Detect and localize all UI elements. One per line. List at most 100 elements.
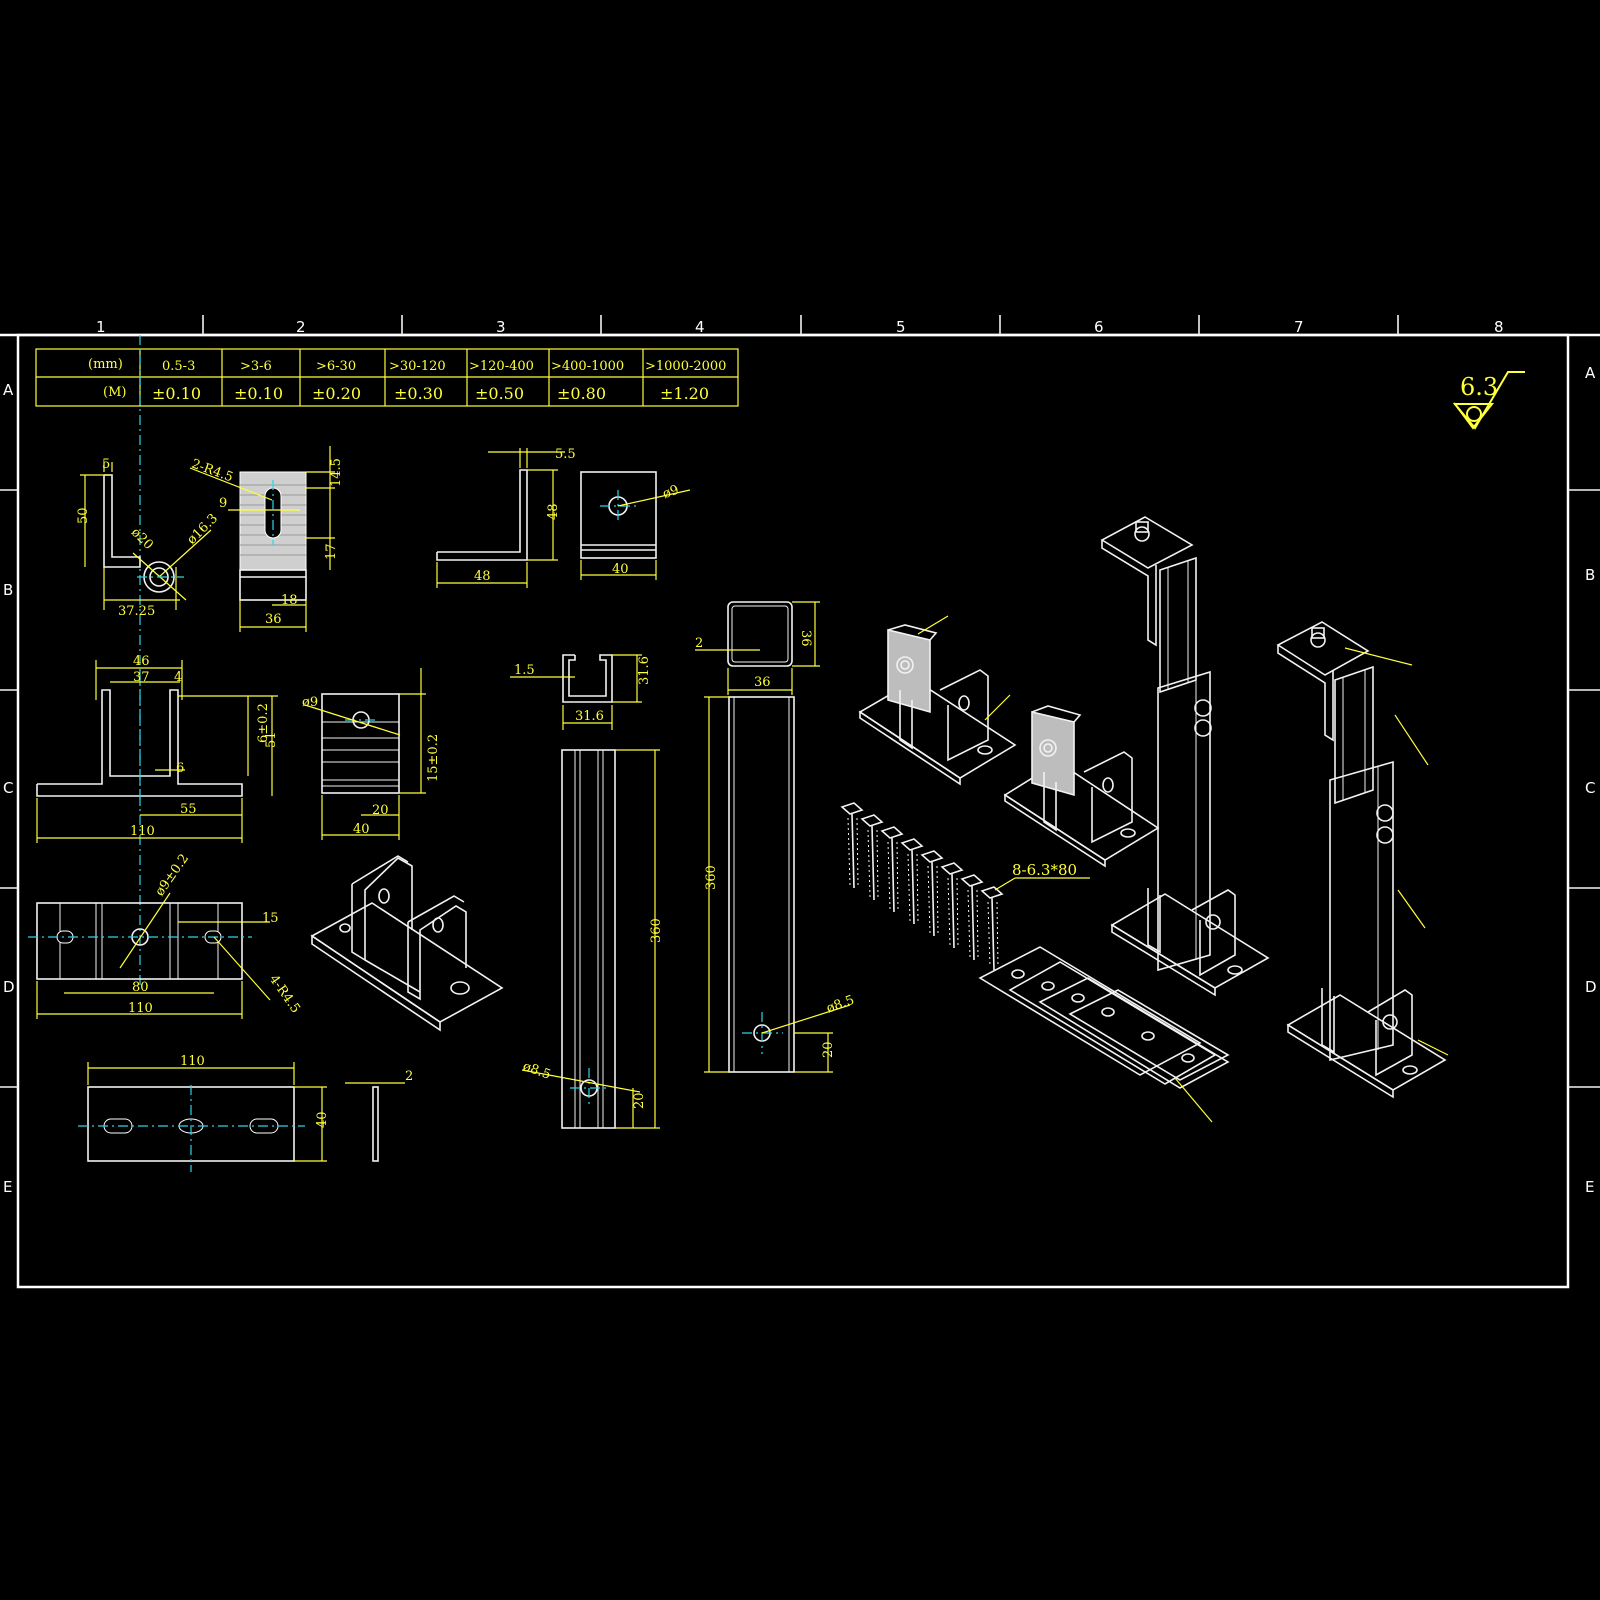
base-front-view: 46 37 4 6±0.2 51 6 55 110 xyxy=(36,654,279,843)
row-label-a-right: A xyxy=(1585,364,1596,382)
dim-label: 9 xyxy=(219,496,227,511)
column-label-4: 4 xyxy=(695,318,705,336)
surface-finish-symbol: 6.3 xyxy=(1453,371,1525,430)
column-label-2: 2 xyxy=(296,318,306,336)
dim-label: ø9 xyxy=(661,483,681,503)
dim-label: ø9±0.2 xyxy=(153,851,193,899)
dim-label: 5.5 xyxy=(555,447,576,462)
tolerance-cell: ±0.80 xyxy=(557,384,606,403)
dim-label: 17 xyxy=(324,543,339,560)
dim-label: 5 xyxy=(102,457,110,472)
row-label-c-right: C xyxy=(1585,779,1595,797)
dim-label: 36 xyxy=(754,675,771,690)
tolerance-cell: ±0.10 xyxy=(234,384,283,403)
row-label-d-right: D xyxy=(1585,978,1597,996)
dim-label: 2-R4.5 xyxy=(189,457,235,486)
dim-label: 55 xyxy=(180,802,197,817)
dim-label: 15 xyxy=(262,911,279,926)
surface-finish-value: 6.3 xyxy=(1460,373,1498,401)
dim-label: 40 xyxy=(315,1111,330,1128)
row-label-d-left: D xyxy=(3,978,15,996)
dim-label: 360 xyxy=(649,918,664,943)
column-label-6: 6 xyxy=(1094,318,1104,336)
dim-label: ø16.3 xyxy=(184,511,221,548)
dim-label: 46 xyxy=(133,654,150,669)
angle-bracket-face-view: 2-R4.5 9 14.5 17 18 36 xyxy=(189,446,344,632)
dim-label: 15±0.2 xyxy=(426,734,441,782)
range-cell: >120-400 xyxy=(469,359,534,374)
column-label-8: 8 xyxy=(1494,318,1504,336)
tolerance-cell: ±0.50 xyxy=(475,384,524,403)
dim-label: 110 xyxy=(130,824,155,839)
range-cell: >3-6 xyxy=(240,359,272,374)
dim-label: 40 xyxy=(353,822,370,837)
dim-label: 37.25 xyxy=(118,604,155,619)
tolerance-cell: ±0.30 xyxy=(394,384,443,403)
dim-label: 20 xyxy=(372,803,389,818)
dim-label: ø9 xyxy=(302,695,318,710)
row-label-b-right: B xyxy=(1585,566,1595,584)
dim-label: ø8.5 xyxy=(824,993,856,1017)
dim-label: 48 xyxy=(474,569,491,584)
l-bracket-side-view: 5.5 48 48 xyxy=(436,447,576,588)
dim-label: 6±0.2 xyxy=(256,703,271,743)
dim-label: 360 xyxy=(704,865,719,890)
channel-section-view: 1.5 31.6 31.6 xyxy=(510,654,652,730)
tolerance-cell: ±0.10 xyxy=(152,384,201,403)
dim-label: 51 xyxy=(264,731,279,748)
tolerance-table: (mm) (M) 0.5-3 >3-6 >6-30 >30-120 >120-4… xyxy=(35,348,739,407)
drawing-frame: 1 2 3 4 5 6 7 8 A B C D E A B C D E xyxy=(0,315,1600,1289)
plates-isometric xyxy=(978,946,1230,1123)
dim-label: 14.5 xyxy=(329,458,344,487)
angle-bracket-side-view: 5 50 37.25 ø20 ø16.3 xyxy=(76,457,221,619)
base-isometric-view xyxy=(310,855,504,1032)
dim-label: 36 xyxy=(265,612,282,627)
row-label-a-left: A xyxy=(3,381,14,399)
tube-length-view: 360 ø8.5 20 xyxy=(704,696,856,1073)
column-label-5: 5 xyxy=(896,318,906,336)
base-top-view: ø9 15±0.2 20 40 xyxy=(302,668,441,840)
dim-label: 37 xyxy=(133,670,150,685)
range-cell: >400-1000 xyxy=(551,359,624,374)
dim-label: 1.5 xyxy=(514,663,535,678)
bracket-assembly-isometric xyxy=(858,615,1160,868)
dim-label: 20 xyxy=(821,1041,836,1058)
base-plan-view: ø9±0.2 15 80 110 4-R4.5 xyxy=(28,851,303,1019)
dim-label: 80 xyxy=(132,980,149,995)
table-header-label: (mm) xyxy=(88,357,123,372)
range-cell: >1000-2000 xyxy=(645,359,726,374)
l-bracket-face-view: ø9 40 xyxy=(580,471,691,580)
dim-label: 6 xyxy=(176,761,184,776)
dim-label: ø8.5 xyxy=(521,1059,553,1083)
dim-label: 20 xyxy=(632,1092,647,1109)
dim-label: ø20 xyxy=(128,525,156,553)
row-label-e-right: E xyxy=(1585,1178,1594,1196)
dim-label: 18 xyxy=(281,593,298,608)
row-label-c-left: C xyxy=(3,779,13,797)
dim-label: 4 xyxy=(174,670,182,685)
dim-label: 31.6 xyxy=(575,709,604,724)
column-label-1: 1 xyxy=(96,318,106,336)
dim-label: 2 xyxy=(405,1069,413,1084)
tube-section-view: 2 36 36 xyxy=(695,601,820,695)
dim-label: 110 xyxy=(128,1001,153,1016)
tolerance-cell: ±0.20 xyxy=(312,384,361,403)
screws-isometric: 8-6.3*80 xyxy=(840,802,1090,971)
dim-label: 110 xyxy=(180,1054,205,1069)
column-label-7: 7 xyxy=(1294,318,1304,336)
dim-label: 36 xyxy=(798,630,813,647)
dim-label: 31.6 xyxy=(637,656,652,685)
range-cell: 0.5-3 xyxy=(162,359,195,374)
post-assembly-1-isometric xyxy=(1100,516,1270,997)
range-cell: >30-120 xyxy=(389,359,446,374)
tolerance-cell: ±1.20 xyxy=(660,384,709,403)
table-row-label: (M) xyxy=(103,385,126,400)
dim-label: 4-R4.5 xyxy=(266,972,303,1016)
screw-spec-label: 8-6.3*80 xyxy=(1012,861,1077,879)
column-label-3: 3 xyxy=(496,318,506,336)
dim-label: 50 xyxy=(76,507,91,524)
plate-view: 110 40 2 xyxy=(78,1054,413,1172)
dim-label: 48 xyxy=(546,503,561,520)
row-label-e-left: E xyxy=(3,1178,12,1196)
